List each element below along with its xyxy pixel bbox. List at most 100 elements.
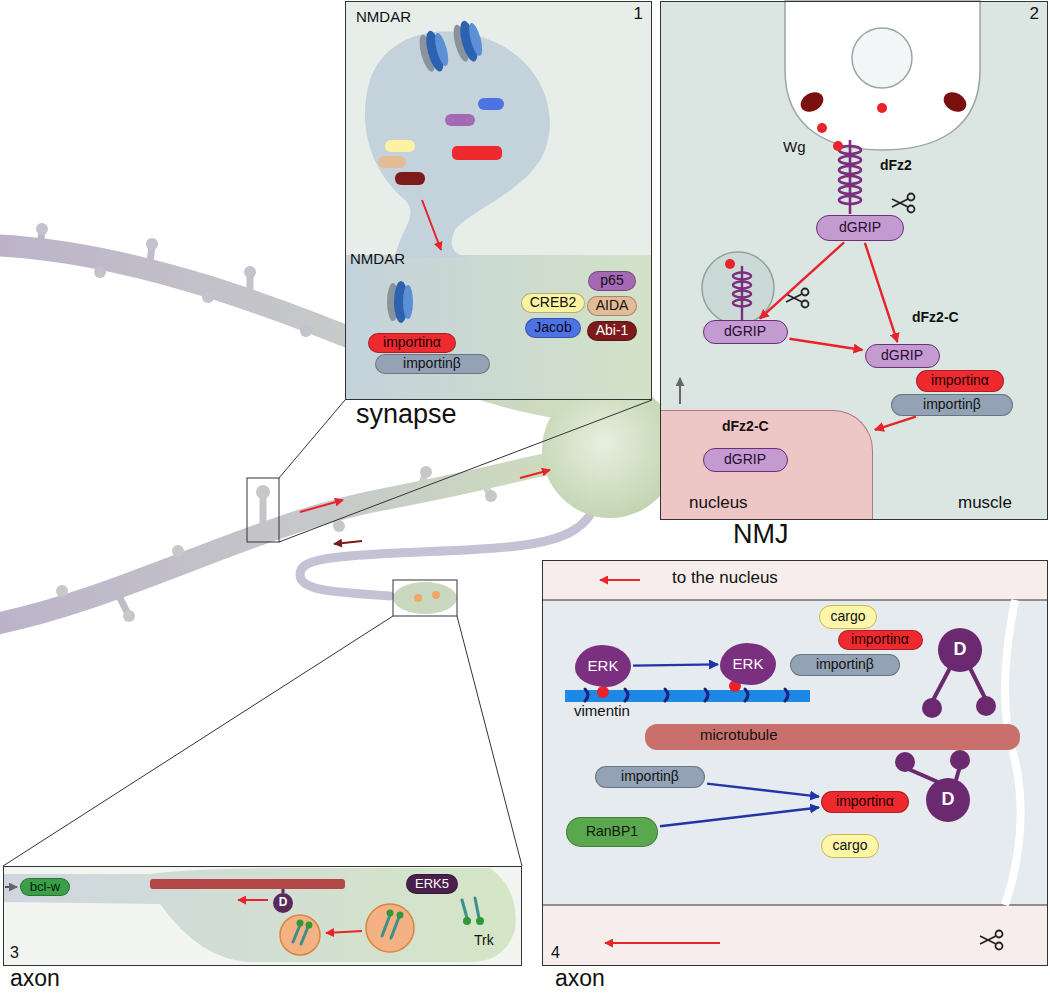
synapse-panel-art — [416, 28, 452, 75]
synapse-panel-art — [345, 1, 652, 400]
nmj-panel-art — [839, 140, 861, 214]
protein-pill: importinα — [916, 370, 1004, 392]
nmj-panel-art — [877, 103, 887, 113]
neuron — [333, 520, 345, 532]
node-label: RanBP1 — [586, 824, 638, 839]
neuron — [36, 223, 312, 337]
axon-transport-art — [665, 689, 668, 701]
node-label: importinβ — [403, 356, 461, 371]
neuron — [420, 466, 432, 478]
dynein-motor: D — [273, 893, 293, 913]
axon-terminal-art — [463, 917, 471, 925]
synapse-panel-art — [378, 156, 406, 168]
axon-transport-art — [645, 724, 1020, 750]
synapse-panel-art — [478, 98, 504, 110]
callout-number: 3 — [10, 944, 19, 962]
neuron — [56, 585, 68, 597]
arrow-connector — [865, 243, 898, 342]
node-label: Abi-1 — [596, 323, 629, 338]
neuron — [300, 500, 343, 512]
nmj-panel-art — [660, 1, 1048, 520]
nmj-panel-art — [733, 291, 751, 298]
synapse-panel-art — [345, 255, 652, 400]
node-label: dGRIP — [724, 324, 766, 339]
nmj-panel-art — [839, 186, 861, 194]
node-label: dGRIP — [724, 452, 766, 467]
nmj-panel-art — [786, 294, 802, 302]
arrow-connector — [660, 807, 819, 826]
synapse-panel-art — [385, 140, 415, 152]
protein-pill: importinβ — [891, 394, 1013, 416]
part-label: to the nucleus — [672, 569, 778, 588]
protein-pill: importinα — [821, 791, 909, 813]
neuron — [334, 541, 362, 544]
node-label: importinβ — [621, 769, 679, 784]
zoom-panel: ERKERKcargoimportinαimportinβDimportinβi… — [542, 560, 1048, 966]
node-label: importinα — [931, 373, 989, 388]
nmj-panel-art — [660, 1, 1048, 520]
nmj-panel-art — [839, 166, 861, 174]
protein-pill: dGRIP — [865, 344, 940, 368]
axon-transport-art — [542, 600, 1048, 601]
axon-transport-art — [895, 668, 996, 782]
synapse-panel-art — [450, 18, 486, 65]
axon-transport-art — [996, 931, 1003, 938]
zoom-lines — [457, 616, 522, 866]
nmj-panel-art — [733, 300, 751, 307]
protein-pill: dGRIP — [816, 215, 904, 241]
protein-pill: RanBP1 — [566, 817, 658, 847]
panel-heading: axon — [10, 966, 60, 991]
axon-transport-art — [542, 560, 1048, 600]
protein-pill: dGRIP — [703, 448, 788, 472]
axon-terminal-art — [476, 917, 484, 925]
nmj-panel-art — [852, 28, 912, 88]
arrow-connector — [875, 417, 916, 430]
part-label: dFz2-C — [912, 310, 959, 325]
part-label: muscle — [958, 494, 1012, 513]
nmj-panel-art — [733, 266, 751, 320]
nmj-panel-art — [817, 123, 827, 133]
nmj-panel-art — [908, 206, 915, 213]
neuron — [300, 325, 312, 337]
neuron — [520, 470, 550, 478]
dynein-motor: D — [938, 628, 982, 672]
zoom-panel: dGRIPdGRIPdGRIPimportinαimportinβdGRIPnu… — [660, 1, 1048, 520]
axon-terminal-art — [3, 866, 522, 966]
synapse-panel-art — [452, 146, 502, 160]
axon-terminal-art — [5, 886, 17, 888]
synapse-panel-art — [387, 281, 413, 323]
nmj-panel-art — [839, 196, 861, 204]
axon-terminal-art — [238, 899, 268, 901]
neuron — [36, 223, 48, 235]
axon-transport-art — [1005, 600, 1021, 905]
axon-terminal-art — [280, 915, 320, 955]
axon-terminal-art — [462, 900, 467, 918]
protein-pill: Jacob — [525, 318, 581, 338]
protein-pill: Abi-1 — [587, 321, 638, 341]
nmj-panel-art — [802, 289, 809, 296]
protein-pill: importinβ — [790, 654, 900, 676]
neuron — [260, 495, 267, 524]
nmj-panel-art — [839, 176, 861, 184]
node-label: dGRIP — [839, 220, 881, 235]
neuron — [485, 490, 497, 502]
neuron — [172, 545, 184, 557]
node-label: ERK — [733, 656, 764, 673]
axon-terminal-art — [150, 879, 345, 889]
axon-terminal-art — [297, 910, 485, 929]
axon-transport-art — [996, 943, 1003, 950]
nmj-panel-art — [892, 194, 915, 213]
axon-transport-art — [597, 686, 609, 698]
axon-terminal-art — [306, 922, 313, 929]
axon-terminal-art — [326, 931, 362, 933]
neuron — [146, 238, 158, 250]
part-label: vimentin — [574, 703, 630, 720]
protein-pill: importinβ — [595, 766, 705, 788]
protein-pill: bcl-w — [20, 878, 70, 896]
node-label: importinα — [383, 335, 441, 350]
panel-heading: synapse — [356, 400, 457, 430]
zoom-lines — [247, 478, 279, 542]
kinase-shape: ERK — [720, 643, 776, 685]
axon-transport-art — [600, 579, 640, 581]
nmj-panel-art — [908, 194, 915, 201]
